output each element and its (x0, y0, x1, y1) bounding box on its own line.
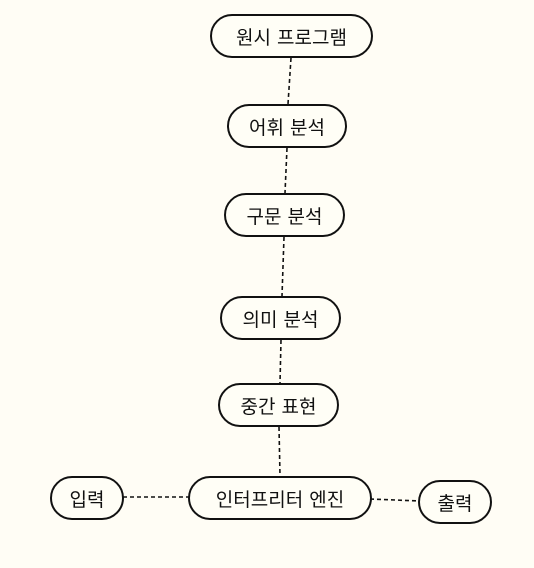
node-source-program: 원시 프로그램 (210, 14, 373, 58)
edge-lexical-syntax (284, 147, 288, 194)
node-intermediate-representation: 중간 표현 (218, 383, 339, 427)
edge-interpreter-output (369, 498, 421, 502)
edge-semantic-intermediate (279, 339, 282, 384)
node-syntax-analysis: 구문 분석 (224, 193, 345, 237)
edge-syntax-semantic (281, 236, 285, 297)
edge-source-lexical (287, 57, 292, 105)
node-interpreter-engine: 인터프리터 엔진 (188, 476, 372, 520)
node-lexical-analysis: 어휘 분석 (227, 104, 347, 148)
node-semantic-analysis: 의미 분석 (220, 296, 341, 340)
edge-intermediate-interpreter (278, 426, 281, 477)
node-input: 입력 (50, 476, 124, 520)
node-output: 출력 (418, 480, 492, 524)
